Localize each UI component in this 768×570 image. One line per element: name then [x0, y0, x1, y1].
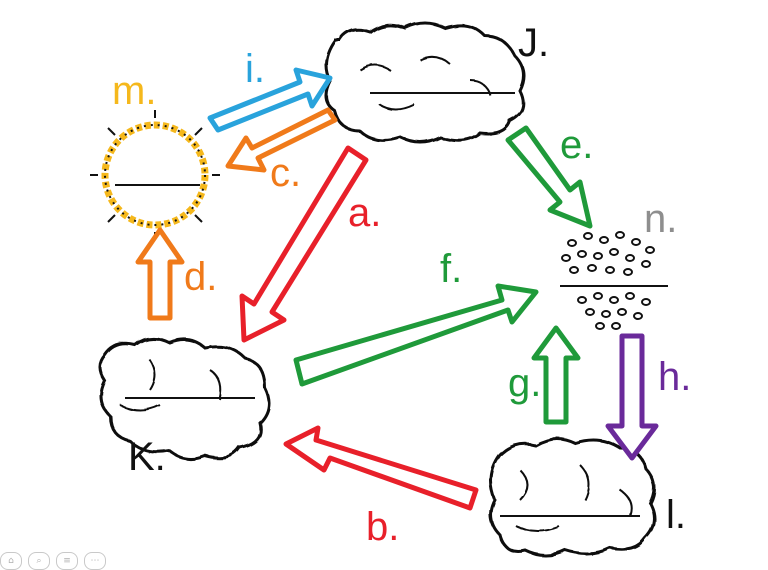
label-d: d.: [184, 255, 217, 299]
label-g: g.: [508, 361, 541, 405]
arrow-e: [505, 125, 593, 229]
label-h: h.: [658, 355, 691, 399]
label-n: n.: [644, 197, 677, 241]
arrow-i: [207, 67, 333, 133]
arrow-g: [531, 325, 581, 425]
arrow-b: [283, 425, 479, 511]
viewer-toolbar: ⌂ ⌕ ≡ ⋯: [0, 552, 106, 570]
magma-shape-m: [90, 110, 220, 240]
arrow-h: [605, 333, 659, 461]
home-icon[interactable]: ⌂: [0, 552, 22, 570]
label-b: b.: [366, 505, 399, 549]
label-a: a.: [348, 191, 381, 235]
rock-shape-l: [489, 437, 656, 557]
rock-shape-j: [324, 21, 526, 144]
label-m: m.: [112, 69, 156, 113]
label-l: l.: [666, 493, 686, 537]
arrow-f: [293, 283, 539, 387]
label-i: i.: [245, 47, 265, 91]
arrow-c: [225, 107, 338, 173]
label-c: c.: [270, 151, 301, 195]
label-e: e.: [560, 123, 593, 167]
label-f: f.: [440, 247, 462, 291]
arrow-d: [135, 227, 185, 321]
label-k: K.: [128, 435, 166, 479]
search-icon[interactable]: ⌕: [28, 552, 50, 570]
list-icon[interactable]: ≡: [56, 552, 78, 570]
arrow-a: [239, 145, 369, 343]
label-j: J.: [518, 21, 549, 65]
more-icon[interactable]: ⋯: [84, 552, 106, 570]
sediment-shape-n: [561, 231, 655, 330]
